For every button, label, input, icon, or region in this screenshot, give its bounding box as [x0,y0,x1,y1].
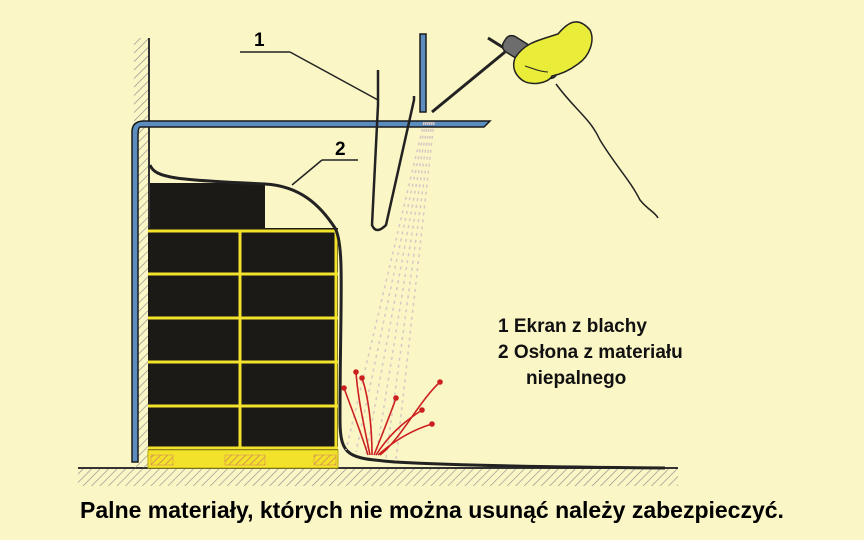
sheet-metal-shield [131,33,492,463]
non-combustible-cover [148,164,666,470]
callout-2: 2 [291,139,358,186]
legend-item-2-continued: niepalnego [526,368,627,389]
legend-item-2: 2 Osłona z materiału [498,342,683,363]
pallet [147,449,339,469]
callout-2-label: 2 [335,139,346,160]
callout-1-label: 1 [254,30,265,51]
caption: Palne materiały, których nie można usuną… [80,497,784,523]
floor [78,467,678,486]
legend: 1 Ekran z blachy 2 Osłona z materiału ni… [498,314,683,392]
metal-screen [370,70,416,232]
legend-item-1: 1 Ekran z blachy [498,316,647,337]
callout-1: 1 [240,30,379,101]
stacked-combustible-boxes [148,183,338,450]
bouncing-sparks [341,369,443,456]
gloved-hand-icon [512,21,593,85]
